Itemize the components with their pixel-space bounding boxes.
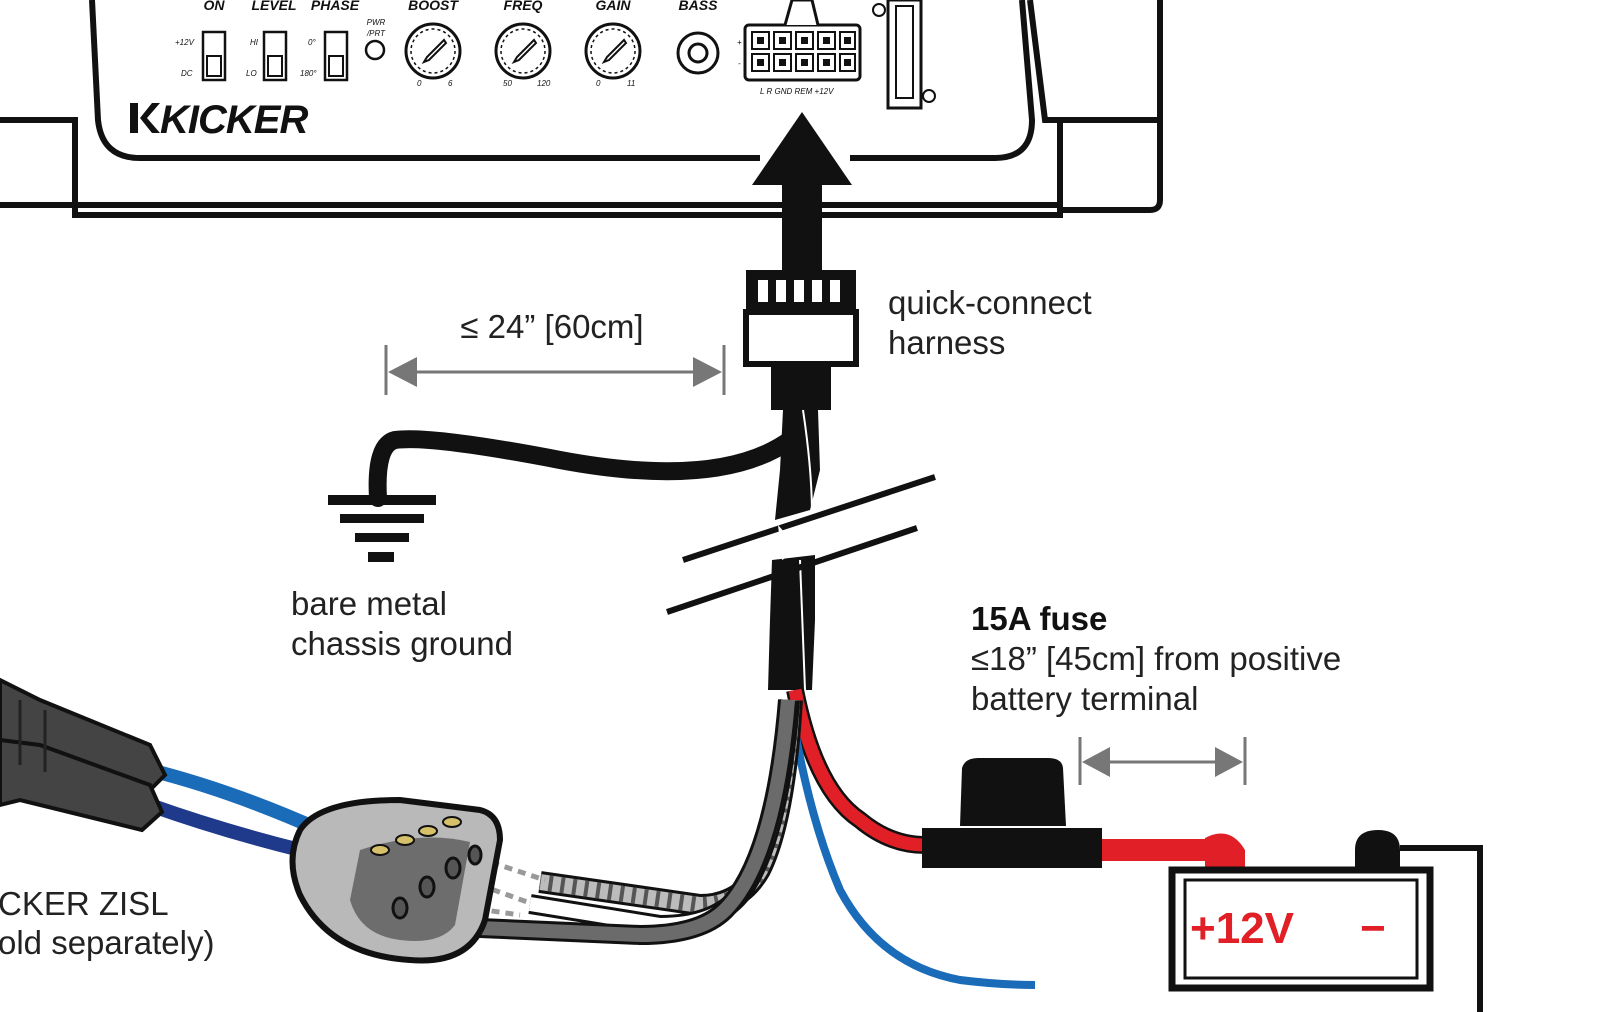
bass-remote-jack[interactable]: BASS (676, 0, 720, 75)
battery: +12V − (1168, 830, 1483, 1012)
ground-label-line1: bare metal (291, 585, 447, 622)
ground-symbol (328, 495, 436, 562)
ground-distance-label: ≤ 24” [60cm] (460, 308, 643, 345)
harness-label-line1: quick-connect (888, 284, 1092, 321)
gain-knob[interactable]: GAIN 0 11 (584, 0, 642, 88)
brand-logo-text: KICKER (160, 98, 308, 142)
boost-min: 0 (417, 79, 422, 88)
phase-bottom-label: 180° (300, 69, 317, 78)
pwr-label: PWR (367, 18, 386, 27)
pwr-prt-led: PWR /PRT (364, 18, 386, 61)
quick-connect-plug (743, 270, 859, 691)
freq-knob[interactable]: FREQ 50 120 (494, 0, 552, 88)
harness-up-arrow (752, 112, 852, 275)
gain-min: 0 (596, 79, 601, 88)
phase-switch[interactable]: PHASE 0° 180° (300, 0, 360, 82)
prt-label: /PRT (366, 29, 386, 38)
fuse-title: 15A fuse (971, 600, 1107, 637)
gain-label: GAIN (596, 0, 632, 13)
connector-plus: + (737, 38, 742, 47)
connector-minus: - (738, 59, 741, 68)
fuse-label-line1: ≤18” [45cm] from positive (971, 640, 1341, 677)
level-label: LEVEL (251, 0, 296, 13)
signal-wires (479, 699, 803, 946)
ground-distance-dimension: ≤ 24” [60cm] (384, 308, 726, 395)
freq-max: 120 (537, 79, 551, 88)
zisl-connector (289, 796, 504, 964)
ground-label-line2: chassis ground (291, 625, 513, 662)
on-top-label: +12V (175, 38, 195, 47)
phase-label: PHASE (311, 0, 360, 13)
ground-wire (368, 430, 799, 507)
boost-knob[interactable]: BOOST 0 6 (404, 0, 462, 88)
freq-label: FREQ (504, 0, 543, 13)
connector-pin-labels: L R GND REM +12V (760, 87, 834, 96)
remote-wire-blue (789, 719, 1036, 989)
zisl-label-line1: CKER ZISL (0, 885, 169, 922)
boost-max: 6 (448, 79, 453, 88)
rca-cables (0, 677, 323, 857)
power-wire-red (786, 688, 1245, 870)
fuse-distance-dimension (1078, 737, 1247, 785)
harness-label-line2: harness (888, 324, 1005, 361)
zisl-label-line2: old separately) (0, 924, 214, 961)
kicker-logo: KICKER (130, 98, 309, 142)
wire-break-mark (666, 474, 936, 615)
fuse-holder (922, 758, 1102, 868)
phase-top-label: 0° (308, 38, 316, 47)
power-terminal (872, 0, 936, 110)
on-bottom-label: DC (181, 69, 193, 78)
battery-negative-label: − (1360, 904, 1386, 953)
gain-max: 11 (627, 79, 635, 88)
fuse-label-line2: battery terminal (971, 680, 1198, 717)
battery-positive-label: +12V (1190, 904, 1295, 953)
amplifier (0, 0, 1163, 218)
level-bottom-label: LO (246, 69, 257, 78)
level-top-label: HI (250, 38, 259, 47)
on-label: ON (204, 0, 226, 13)
bass-label: BASS (679, 0, 719, 13)
input-connector: + - L R GND REM +12V (737, 0, 862, 96)
boost-label: BOOST (408, 0, 459, 13)
on-switch[interactable]: ON +12V DC (175, 0, 227, 82)
freq-min: 50 (503, 79, 512, 88)
level-switch[interactable]: LEVEL HI LO (246, 0, 297, 82)
